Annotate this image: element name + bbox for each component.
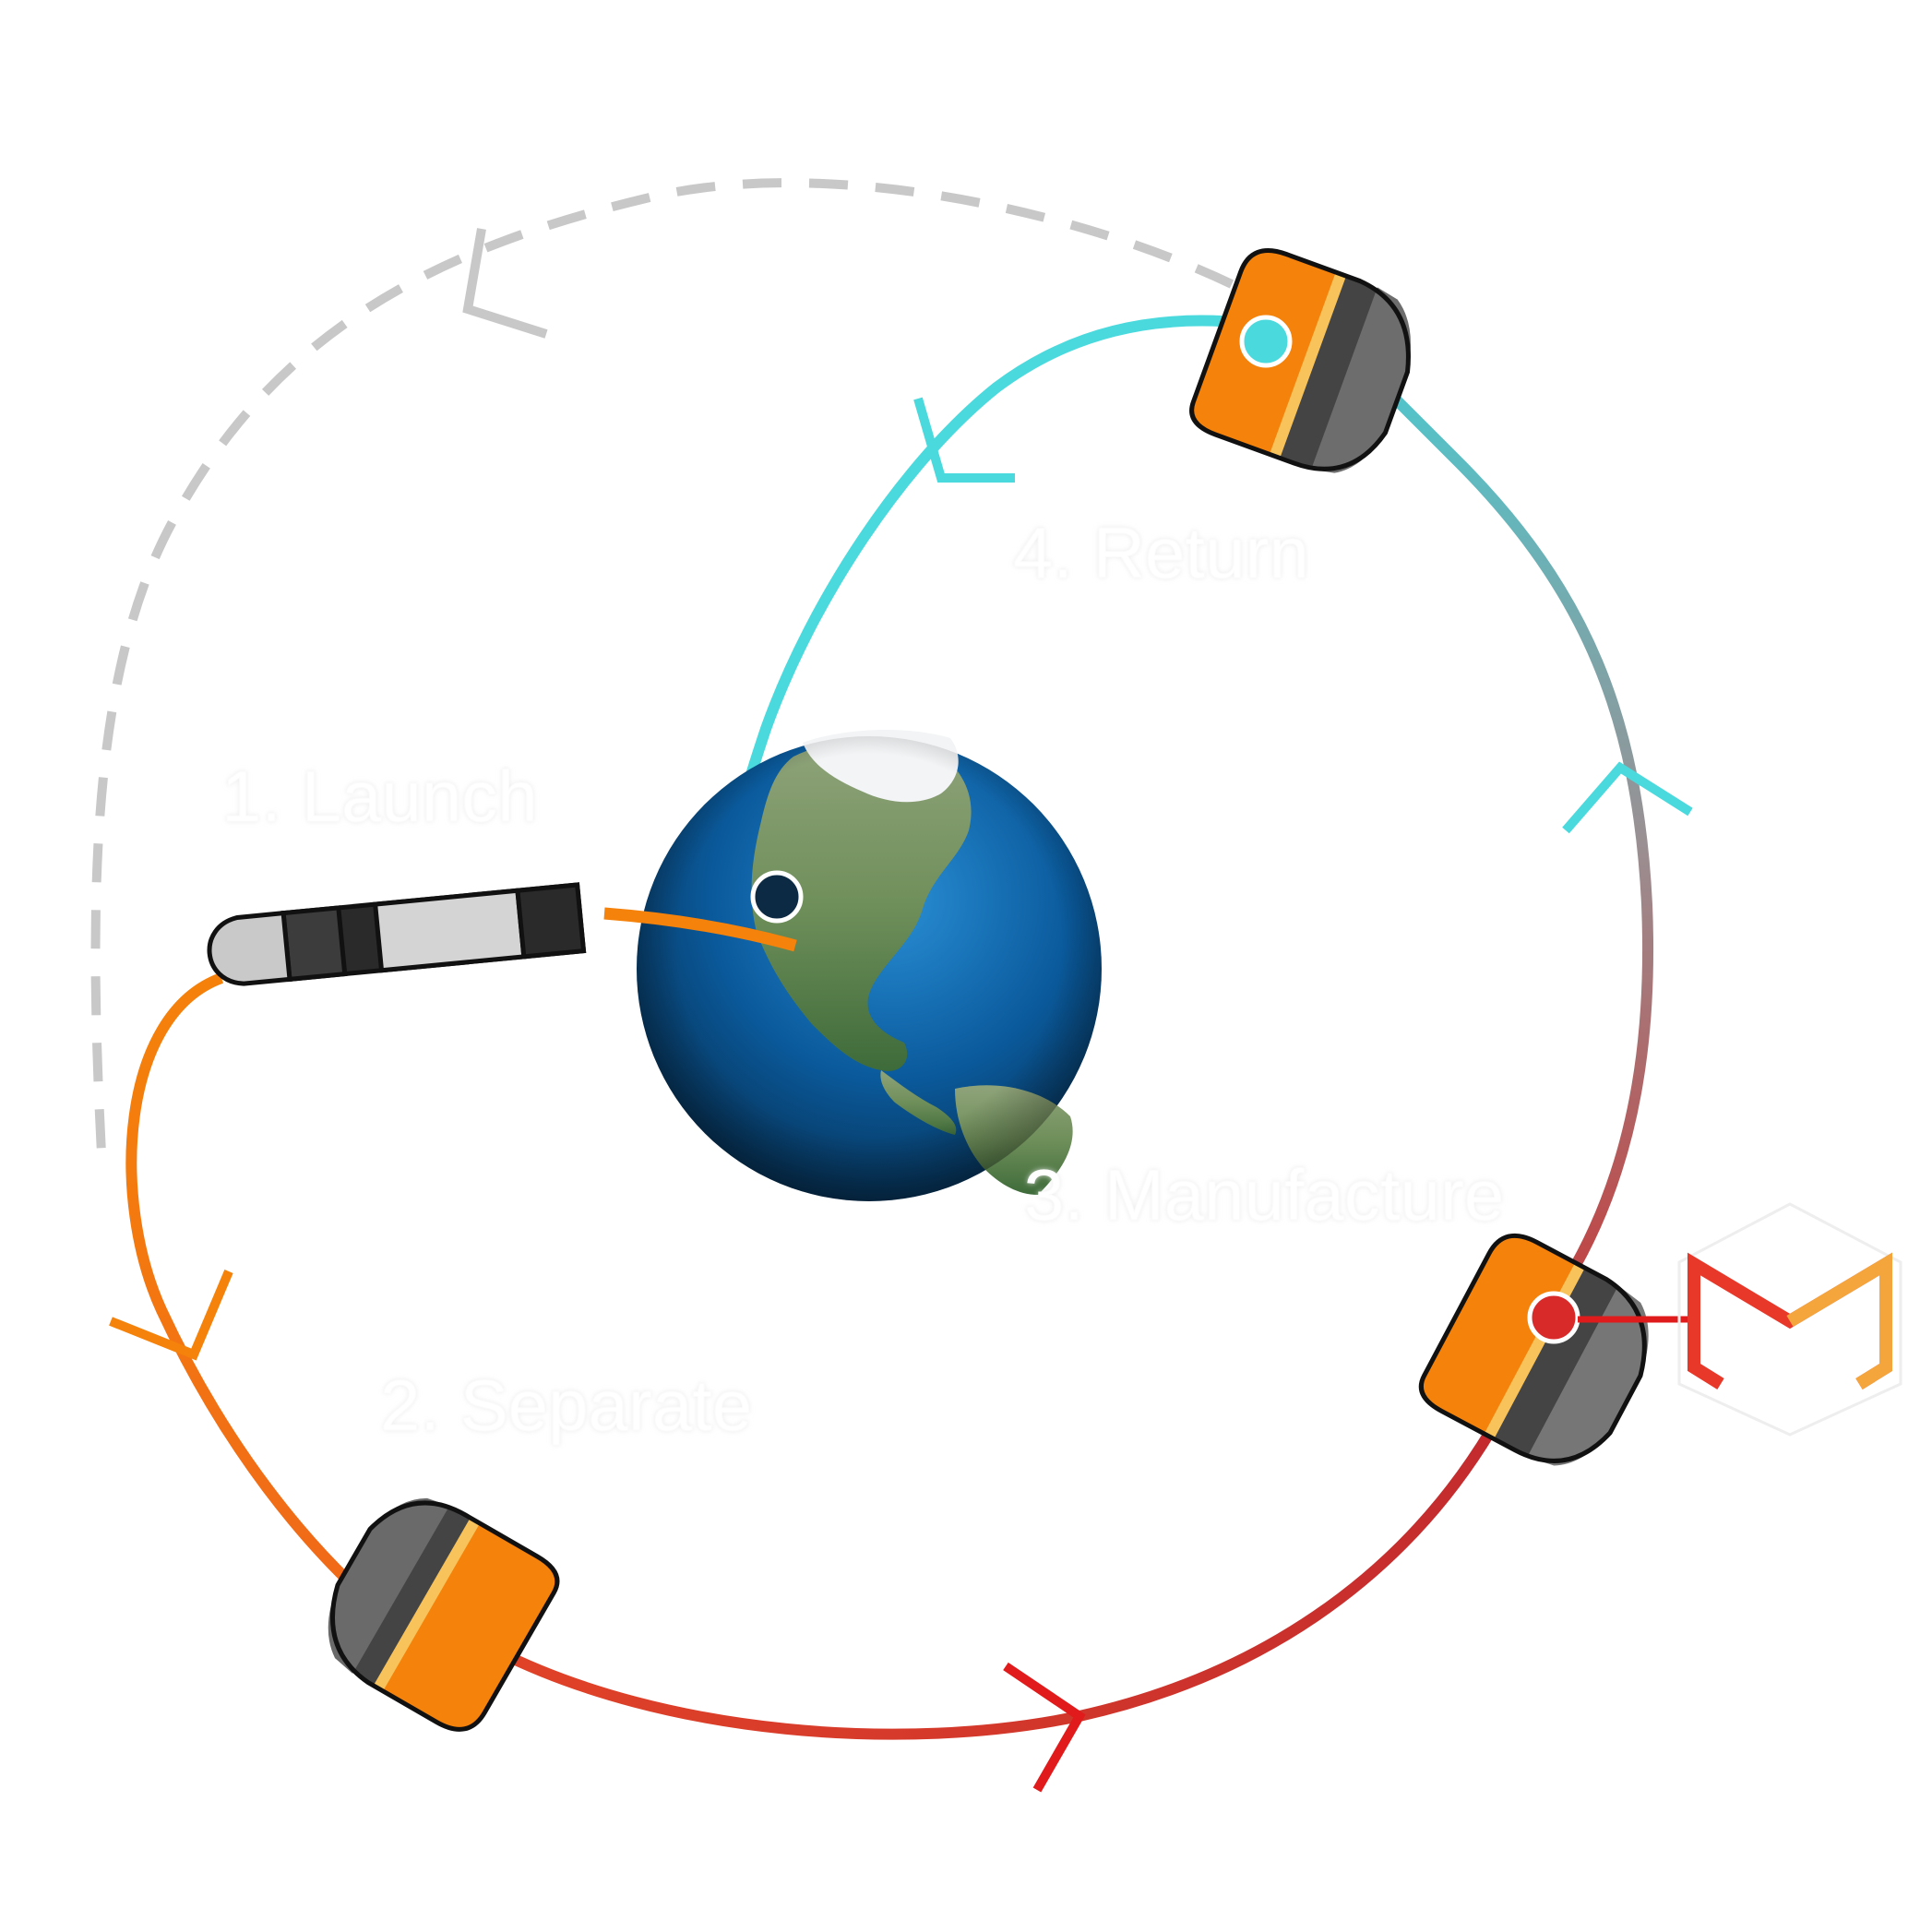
dashed-transfer-path bbox=[90, 178, 1234, 1154]
capsule-icon-separate bbox=[328, 1497, 560, 1732]
rocket-icon bbox=[207, 882, 587, 986]
rocket-trajectory bbox=[603, 907, 797, 952]
step-label-manufacture: 3. Manufacture bbox=[1024, 1154, 1504, 1235]
step-label-return: 4. Return bbox=[1013, 512, 1309, 593]
step-label-separate: 2. Separate bbox=[380, 1365, 752, 1446]
capsule-icon-return bbox=[1189, 248, 1411, 473]
launch-path bbox=[125, 972, 400, 1628]
launch-site-marker bbox=[750, 870, 804, 924]
earth-globe-icon bbox=[637, 729, 1102, 1201]
return-path-arrow-icon bbox=[913, 397, 1015, 483]
rise-path bbox=[1370, 374, 1654, 1282]
step-label-launch: 1. Launch bbox=[221, 756, 538, 837]
launch-path-arrow-icon bbox=[109, 1270, 233, 1361]
return-marker bbox=[1239, 315, 1293, 368]
capsule-icon-manufacture bbox=[1418, 1233, 1649, 1466]
rise-path-arrow-icon bbox=[1562, 761, 1693, 834]
manufacture-marker bbox=[1527, 1291, 1580, 1344]
dashed-path-arrow-icon bbox=[462, 228, 548, 339]
orbit-path bbox=[495, 1413, 1505, 1740]
m-logo-icon bbox=[1677, 1202, 1902, 1437]
orbit-path-arrow-icon bbox=[1003, 1662, 1086, 1793]
